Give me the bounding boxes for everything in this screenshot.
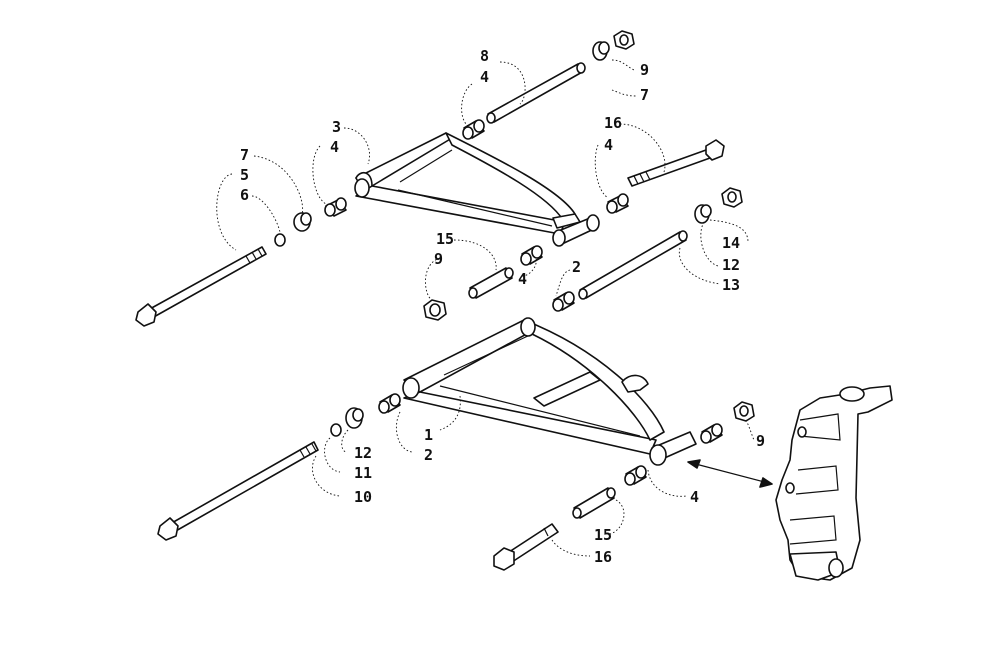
nut-cap-12-upper <box>694 204 712 224</box>
callout-15: 15 <box>594 526 612 544</box>
callout-10: 10 <box>354 488 372 506</box>
washer-6 <box>274 233 286 247</box>
washer-11 <box>330 423 342 437</box>
callout-3: 3 <box>332 118 341 136</box>
callout-7: 7 <box>240 146 249 164</box>
callout-4: 4 <box>690 488 699 506</box>
callout-8: 8 <box>480 47 489 65</box>
callout-6: 6 <box>240 186 249 204</box>
callout-4: 4 <box>518 270 527 288</box>
spacer-15-upper <box>468 267 514 299</box>
nut-9-lower <box>733 401 755 422</box>
assembly-arrow <box>687 459 773 488</box>
callout-16: 16 <box>604 114 622 132</box>
bushing-4-lower-rear-b <box>624 465 647 486</box>
bushing-4-lower-rear-a <box>700 423 723 444</box>
callout-11: 11 <box>354 464 372 482</box>
callout-5: 5 <box>240 166 249 184</box>
callout-16: 16 <box>594 548 612 566</box>
nut-9-upper-rear <box>423 299 447 321</box>
nut-cap-12-lower <box>345 407 364 429</box>
callout-9: 9 <box>640 61 649 79</box>
spacer-15-lower <box>572 487 616 519</box>
callout-13: 13 <box>722 276 740 294</box>
nut-9-top <box>613 30 635 50</box>
upper-a-arm <box>354 132 581 235</box>
callout-12: 12 <box>722 256 740 274</box>
callout-1: 1 <box>424 426 433 444</box>
callout-2: 2 <box>424 446 433 464</box>
pivot-shaft-13 <box>578 230 688 300</box>
bolt-16-lower <box>493 523 559 571</box>
callout-9: 9 <box>756 432 765 450</box>
bushing-4-top <box>462 119 485 140</box>
lower-front-bolt <box>157 441 319 541</box>
bushing-4-upper-left <box>324 197 347 217</box>
bolt-16-upper <box>627 139 725 187</box>
bushing-4-upper-right <box>606 193 629 214</box>
callout-14: 14 <box>722 234 740 252</box>
callout-2: 2 <box>572 258 581 276</box>
callout-labels: 8 4 9 7 3 4 16 4 7 5 6 15 9 4 2 14 12 13… <box>240 47 765 566</box>
callout-9: 9 <box>434 250 443 268</box>
callout-4: 4 <box>604 136 613 154</box>
nut-14 <box>721 187 743 208</box>
lower-a-arm <box>402 317 697 466</box>
bushing-4-upper-rear <box>520 245 543 266</box>
callout-7: 7 <box>640 86 649 104</box>
upper-pivot-tube <box>552 214 600 247</box>
bushing-2-upper <box>552 291 575 312</box>
callout-4: 4 <box>480 68 489 86</box>
callout-15: 15 <box>436 230 454 248</box>
upper-front-bolt <box>135 246 267 327</box>
leader-lines <box>216 59 755 557</box>
callout-12: 12 <box>354 444 372 462</box>
pivot-shaft-8 <box>486 62 586 124</box>
nut-cap-7-upper-left <box>293 212 312 232</box>
bushing-2-lower <box>378 393 401 414</box>
callout-4: 4 <box>330 138 339 156</box>
steering-knuckle <box>775 385 893 581</box>
nut-cap-7-top <box>592 41 610 61</box>
